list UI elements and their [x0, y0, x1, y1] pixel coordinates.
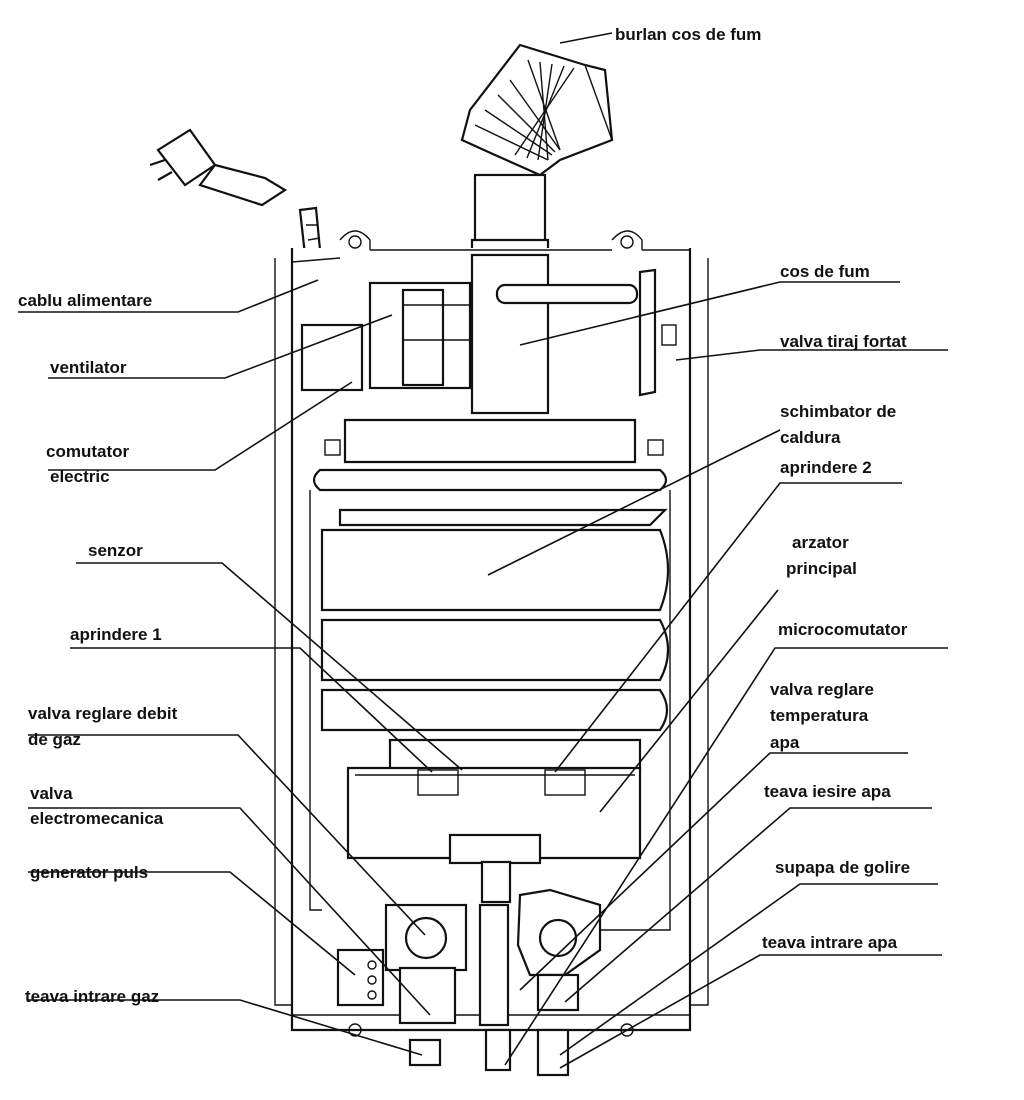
- label-cos-de-fum: cos de fum: [780, 262, 870, 281]
- valves-drawing: [336, 888, 602, 1077]
- label-principal: principal: [786, 559, 857, 578]
- label-apa: apa: [770, 733, 800, 752]
- electric-switch-drawing: [300, 323, 364, 392]
- label-aprindere-2: aprindere 2: [780, 458, 872, 477]
- power-plug-drawing: [149, 128, 322, 257]
- label-temperatura: temperatura: [770, 706, 869, 725]
- label-valva: valva: [30, 784, 73, 803]
- fan-drawing: [368, 253, 677, 415]
- label-burlan-cos-de-fum: burlan cos de fum: [615, 25, 761, 44]
- label-valva-tiraj-fortat: valva tiraj fortat: [780, 332, 907, 351]
- label-de-gaz: de gaz: [28, 730, 81, 749]
- label-teava-intrare-apa: teava intrare apa: [762, 933, 898, 952]
- label-microcomutator: microcomutator: [778, 620, 908, 639]
- label-comutator: comutator: [46, 442, 130, 461]
- label-aprindere-1: aprindere 1: [70, 625, 162, 644]
- label-electric: electric: [50, 467, 110, 486]
- heat-exchanger-drawing: [309, 418, 671, 931]
- label-valva-reglare: valva reglare: [770, 680, 874, 699]
- label-teava-intrare-gaz: teava intrare gaz: [25, 987, 159, 1006]
- label-caldura: caldura: [780, 428, 841, 447]
- label-supapa-de-golire: supapa de golire: [775, 858, 910, 877]
- label-cablu-alimentare: cablu alimentare: [18, 291, 152, 310]
- label-valva-reglare-debit: valva reglare debit: [28, 704, 178, 723]
- label-teava-iesire-apa: teava iesire apa: [764, 782, 891, 801]
- flue-pipe-drawing: [460, 43, 614, 256]
- label-senzor: senzor: [88, 541, 143, 560]
- label-schimbator-de: schimbator de: [780, 402, 896, 421]
- label-ventilator: ventilator: [50, 358, 127, 377]
- label-arzator: arzator: [792, 533, 849, 552]
- label-generator-puls: generator puls: [30, 863, 148, 882]
- burner-drawing: [346, 738, 642, 904]
- label-electromecanica: electromecanica: [30, 809, 164, 828]
